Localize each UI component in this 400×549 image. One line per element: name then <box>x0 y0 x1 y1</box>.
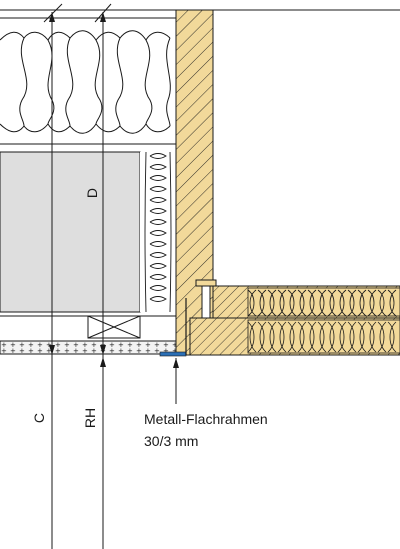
dimension-label-d: D <box>84 188 100 198</box>
callout-leader <box>173 358 179 404</box>
dimension-line-c <box>43 3 63 549</box>
metal-flat-frame <box>159 351 187 357</box>
dimension-arrow-c <box>49 345 55 355</box>
grey-board-block <box>0 151 141 313</box>
dimension-line-rh <box>94 3 112 549</box>
loop-insulation <box>140 151 176 313</box>
callout-text-line1: Metall-Flachrahmen <box>144 411 268 427</box>
upper-insulation <box>0 30 171 134</box>
screed-layer <box>0 340 177 355</box>
dimension-label-c: C <box>31 413 47 423</box>
cross-batten <box>87 315 141 339</box>
callout-text-line2: 30/3 mm <box>144 433 198 449</box>
dimension-label-rh: RH <box>82 408 98 428</box>
right-floor-element <box>189 279 400 356</box>
